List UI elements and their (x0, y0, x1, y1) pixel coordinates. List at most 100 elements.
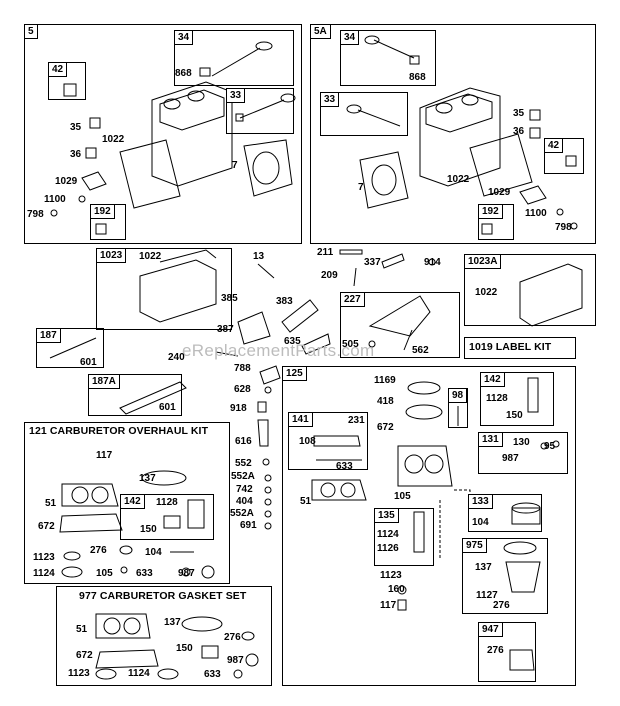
part-404[interactable]: 404 (236, 496, 253, 507)
subtag-33-b[interactable]: 33 (320, 92, 340, 107)
subtag-192-b[interactable]: 192 (478, 204, 503, 219)
section-98-tag[interactable]: 98 (448, 388, 468, 403)
section-135-tag[interactable]: 135 (374, 508, 399, 523)
part-552a-1[interactable]: 552A (231, 471, 255, 482)
subtag-42-a[interactable]: 42 (48, 62, 68, 77)
part-51-a[interactable]: 51 (45, 498, 57, 509)
part-914[interactable]: 914 (424, 257, 441, 268)
section-125-tag[interactable]: 125 (282, 366, 307, 381)
part-633-b[interactable]: 633 (204, 669, 221, 680)
section-142-tag-a[interactable]: 142 (120, 494, 145, 509)
subtag-33-a[interactable]: 33 (226, 88, 246, 103)
part-1124-a[interactable]: 1124 (33, 568, 55, 579)
section-187-tag[interactable]: 187 (36, 328, 61, 343)
part-276-d[interactable]: 276 (487, 645, 504, 656)
part-36-b[interactable]: 36 (513, 126, 525, 137)
section-5a-tag[interactable]: 5A (310, 24, 331, 39)
part-552a-2[interactable]: 552A (230, 508, 254, 519)
section-977-title[interactable]: 977 CARBURETOR GASKET SET (79, 590, 247, 602)
subtag-34-a[interactable]: 34 (174, 30, 194, 45)
part-7-b[interactable]: 7 (358, 182, 364, 193)
section-142-tag-b[interactable]: 142 (480, 372, 505, 387)
part-1124-c[interactable]: 1124 (377, 529, 399, 540)
part-231[interactable]: 231 (348, 415, 365, 426)
subtag-192-a[interactable]: 192 (90, 204, 115, 219)
part-562[interactable]: 562 (412, 345, 429, 356)
part-209[interactable]: 209 (321, 270, 338, 281)
part-633-a[interactable]: 633 (136, 568, 153, 579)
part-383[interactable]: 383 (276, 296, 293, 307)
part-1128-b[interactable]: 1128 (486, 393, 508, 404)
part-105-b[interactable]: 105 (394, 491, 411, 502)
part-1100-a[interactable]: 1100 (44, 194, 66, 205)
part-150-a[interactable]: 150 (140, 524, 157, 535)
section-1019-title[interactable]: 1019 LABEL KIT (469, 341, 552, 353)
part-137-b[interactable]: 137 (164, 617, 181, 628)
part-1123-a[interactable]: 1123 (33, 552, 55, 563)
part-672-c[interactable]: 672 (377, 422, 394, 433)
part-137-c[interactable]: 137 (475, 562, 492, 573)
part-337[interactable]: 337 (364, 257, 381, 268)
part-601-a[interactable]: 601 (80, 357, 97, 368)
part-868-b[interactable]: 868 (409, 72, 426, 83)
part-385[interactable]: 385 (221, 293, 238, 304)
part-1123-c[interactable]: 1123 (380, 570, 402, 581)
part-13[interactable]: 13 (253, 251, 265, 262)
part-117-b[interactable]: 117 (380, 600, 397, 611)
part-35-a[interactable]: 35 (70, 122, 82, 133)
part-505[interactable]: 505 (342, 339, 359, 350)
section-947-tag[interactable]: 947 (478, 622, 503, 637)
part-276-c[interactable]: 276 (493, 600, 510, 611)
subtag-42-b[interactable]: 42 (544, 138, 564, 153)
part-1123-b[interactable]: 1123 (68, 668, 90, 679)
part-108[interactable]: 108 (299, 436, 316, 447)
part-1029-b[interactable]: 1029 (488, 187, 511, 198)
part-150-b[interactable]: 150 (176, 643, 193, 654)
section-1023-tag[interactable]: 1023 (96, 248, 127, 263)
part-51-b[interactable]: 51 (76, 624, 88, 635)
part-130[interactable]: 130 (513, 437, 530, 448)
section-227-tag[interactable]: 227 (340, 292, 365, 307)
part-95[interactable]: 95 (544, 441, 556, 452)
part-616[interactable]: 616 (235, 436, 252, 447)
part-1126[interactable]: 1126 (377, 543, 399, 554)
part-104-a[interactable]: 104 (145, 547, 162, 558)
part-418[interactable]: 418 (377, 396, 394, 407)
section-121-title[interactable]: 121 CARBURETOR OVERHAUL KIT (29, 425, 209, 437)
part-987-b[interactable]: 987 (227, 655, 244, 666)
part-788[interactable]: 788 (234, 363, 251, 374)
part-150-c[interactable]: 150 (506, 410, 523, 421)
part-160[interactable]: 160 (388, 584, 405, 595)
subtag-34-b[interactable]: 34 (340, 30, 360, 45)
part-276-a[interactable]: 276 (90, 545, 107, 556)
section-131-tag[interactable]: 131 (478, 432, 503, 447)
part-601-b[interactable]: 601 (159, 402, 176, 413)
part-1124-b[interactable]: 1124 (128, 668, 150, 679)
part-987-a[interactable]: 987 (178, 568, 195, 579)
part-798-a[interactable]: 798 (27, 209, 44, 220)
part-211[interactable]: 211 (317, 247, 334, 258)
part-672-b[interactable]: 672 (76, 650, 93, 661)
section-133-tag[interactable]: 133 (468, 494, 493, 509)
part-633-c[interactable]: 633 (336, 461, 353, 472)
part-918[interactable]: 918 (230, 403, 247, 414)
part-1127[interactable]: 1127 (476, 590, 498, 601)
part-35-b[interactable]: 35 (513, 108, 525, 119)
part-691[interactable]: 691 (240, 520, 257, 531)
part-1029-a[interactable]: 1029 (55, 176, 78, 187)
part-387[interactable]: 387 (217, 324, 234, 335)
section-141-tag[interactable]: 141 (288, 412, 313, 427)
part-36-a[interactable]: 36 (70, 149, 82, 160)
part-7-a[interactable]: 7 (232, 160, 238, 171)
section-1023a-tag[interactable]: 1023A (464, 254, 502, 269)
part-276-b[interactable]: 276 (224, 632, 241, 643)
part-51-c[interactable]: 51 (300, 496, 312, 507)
part-987-c[interactable]: 987 (502, 453, 519, 464)
section-5-tag[interactable]: 5 (24, 24, 38, 39)
part-1022-c[interactable]: 1022 (139, 251, 162, 262)
part-798-b[interactable]: 798 (555, 222, 572, 233)
part-1022-d[interactable]: 1022 (475, 287, 498, 298)
part-1022-a[interactable]: 1022 (102, 134, 125, 145)
part-105-a[interactable]: 105 (96, 568, 113, 579)
part-552[interactable]: 552 (235, 458, 252, 469)
